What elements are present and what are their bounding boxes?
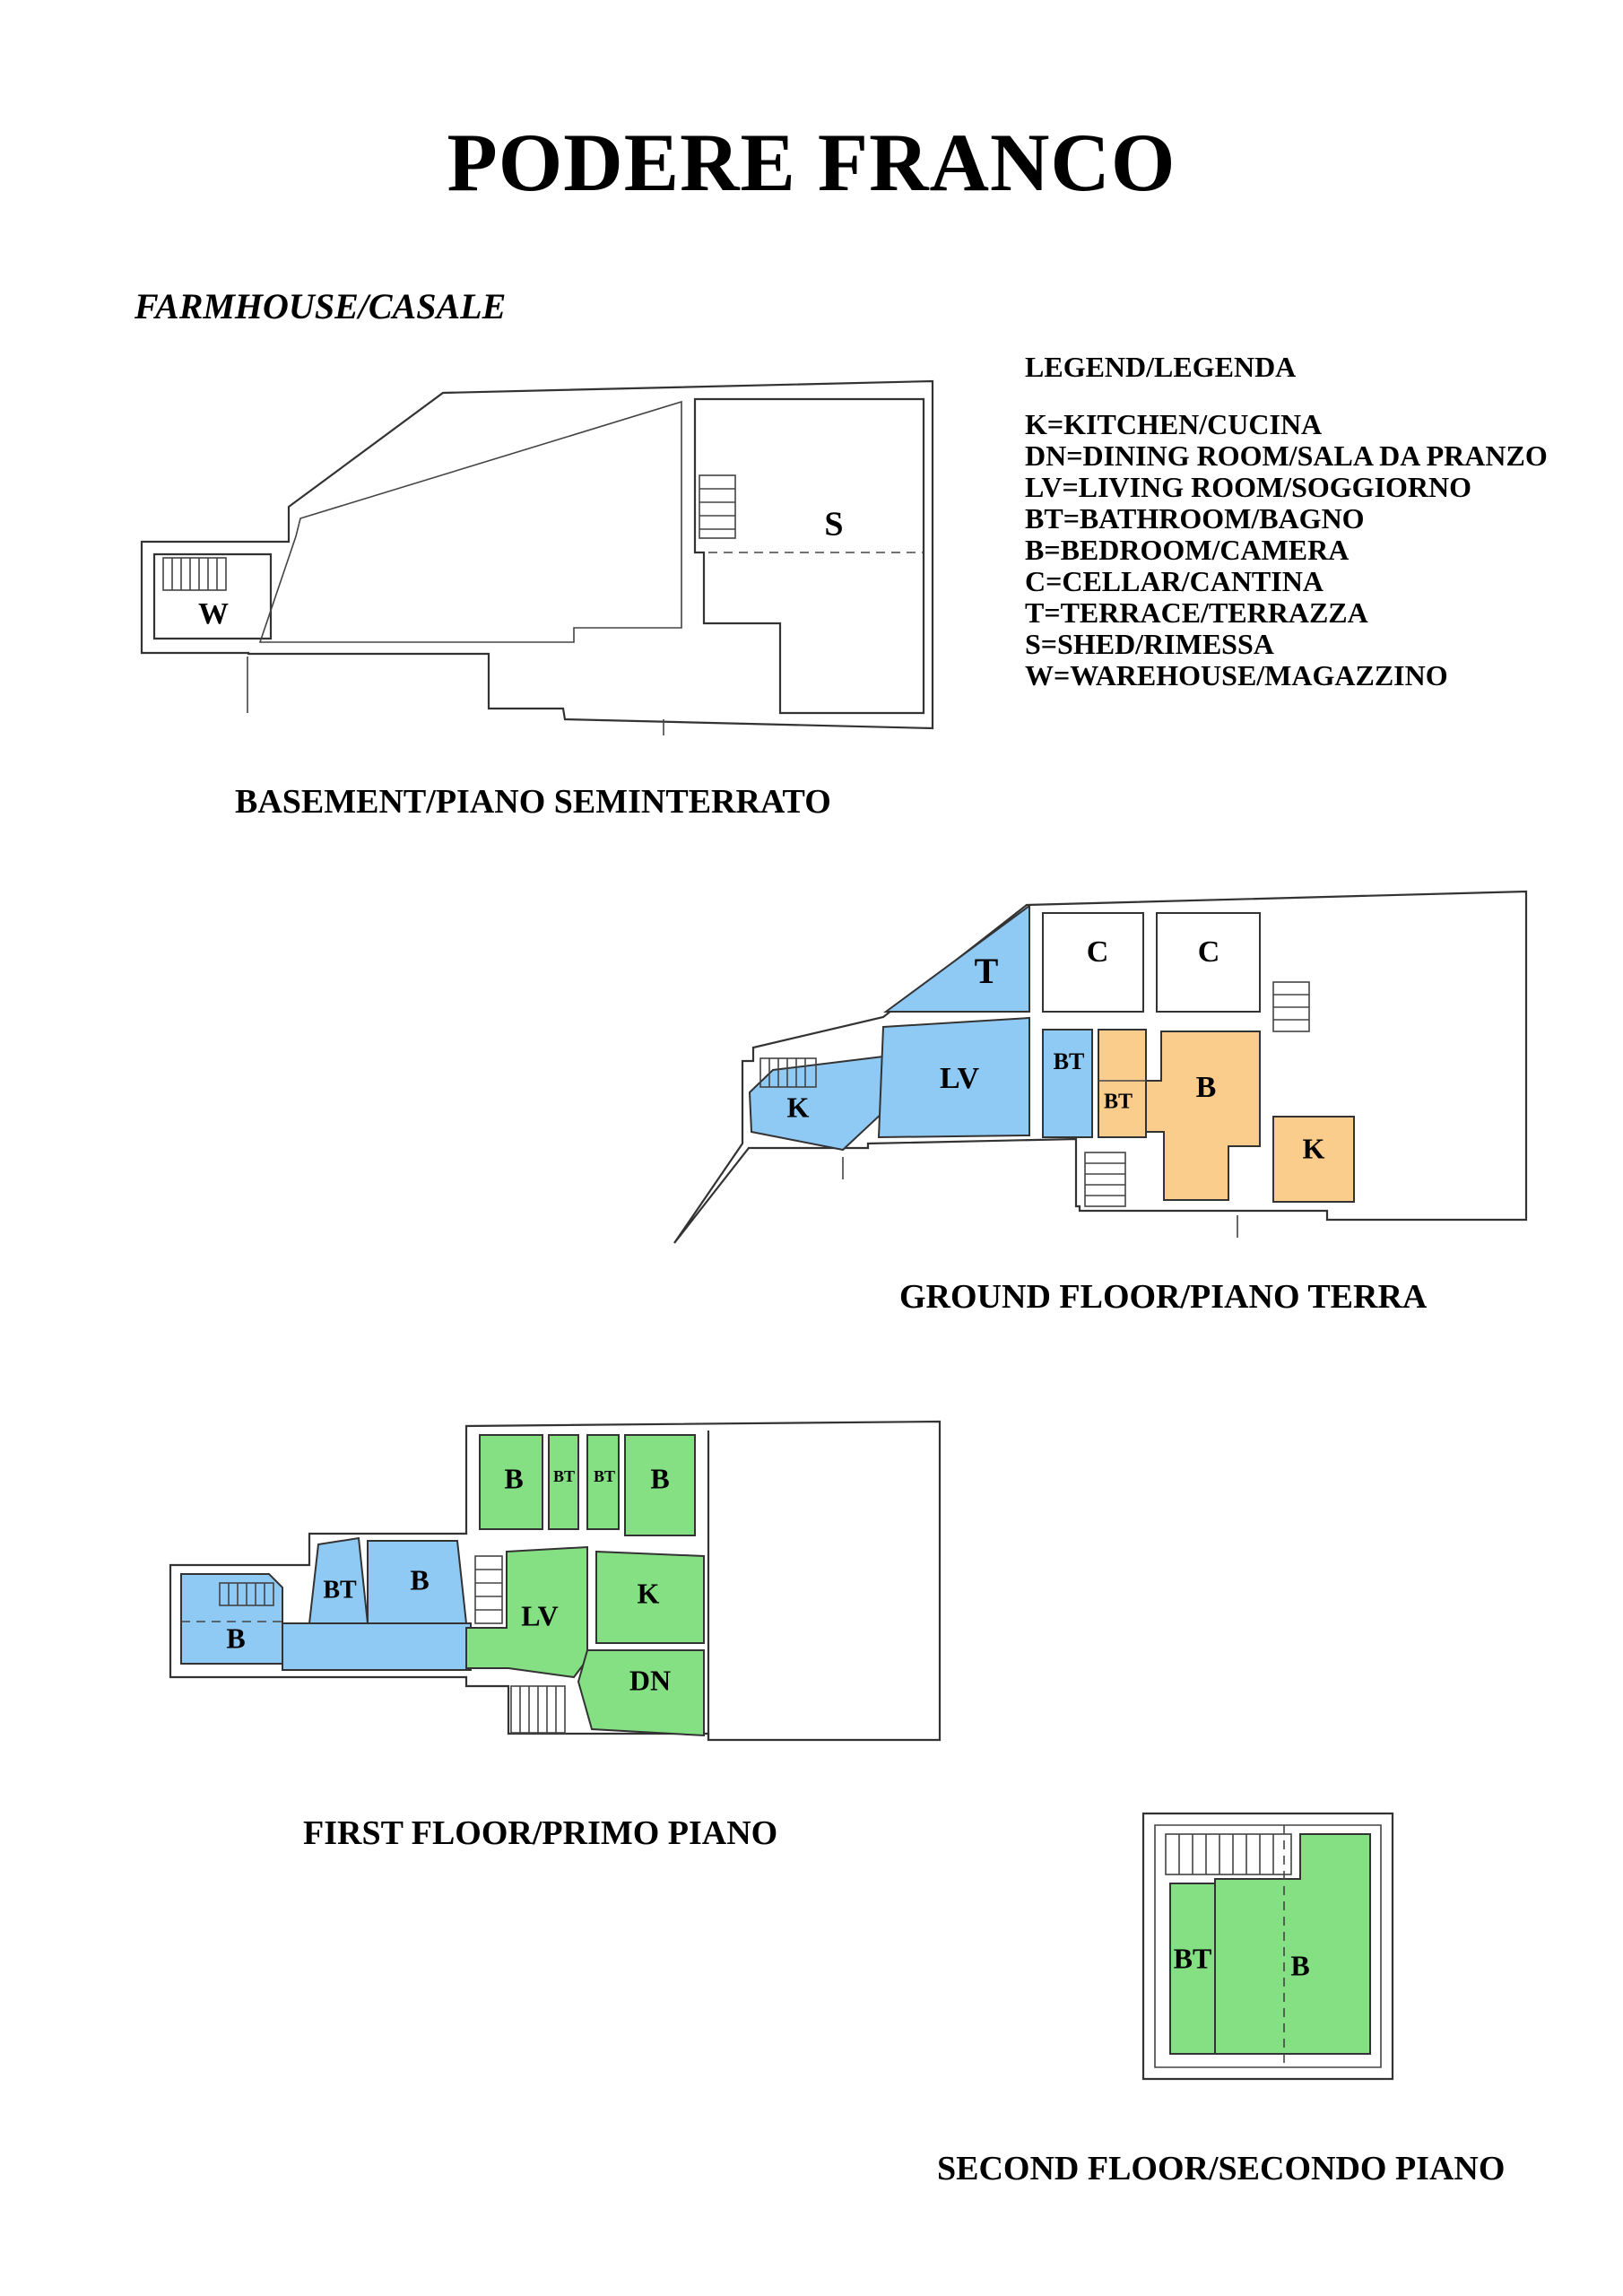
first-blue-corridor — [282, 1622, 472, 1671]
legend-item-kitchen: K=KITCHEN/CUCINA — [1025, 408, 1323, 440]
bathroom-bt-first-2 — [548, 1434, 579, 1530]
kitchen-k-2 — [1272, 1116, 1355, 1203]
legend-item-bathroom: BT=BATHROOM/BAGNO — [1025, 502, 1365, 535]
bathroom-bt-2 — [1098, 1029, 1147, 1138]
room-label-c-1: C — [1087, 935, 1109, 969]
ground-floor-plan: T C C K LV BT BT B K — [673, 890, 1528, 1244]
first-stair-2 — [474, 1555, 503, 1624]
room-label-b-4: B — [650, 1462, 669, 1494]
living-room-lv — [877, 1016, 1030, 1139]
ground-stair-2 — [1084, 1152, 1126, 1207]
room-label-bt-1: BT — [1054, 1048, 1085, 1074]
second-stair — [1165, 1833, 1292, 1875]
room-label-k-2: K — [1303, 1132, 1325, 1164]
room-label-b-2: B — [410, 1563, 429, 1596]
ground-stair-1 — [759, 1057, 817, 1088]
ground-floor-caption: GROUND FLOOR/PIANO TERRA — [899, 1278, 1428, 1316]
ground-stair-3 — [1272, 981, 1310, 1032]
cellar-1 — [1042, 912, 1144, 1013]
bedroom-b-4 — [624, 1434, 696, 1536]
second-floor-plan: BT B — [1141, 1812, 1394, 2081]
room-label-s: S — [824, 506, 843, 544]
bedroom-b — [1145, 1031, 1261, 1201]
second-inner-outline — [1154, 1824, 1382, 2068]
warehouse-room — [152, 552, 273, 640]
second-floor-caption: SECOND FLOOR/SECONDO PIANO — [937, 2150, 1506, 2187]
legend-item-cellar: C=CELLAR/CANTINA — [1025, 565, 1324, 597]
room-label-bt-3: BT — [594, 1467, 615, 1485]
room-label-b: B — [1290, 1949, 1309, 1981]
page-title: PODERE FRANCO — [447, 117, 1176, 208]
legend-item-dining-room: DN=DINING ROOM/SALA DA PRANZO — [1025, 439, 1548, 472]
legend-heading: LEGEND/LEGENDA — [1025, 351, 1297, 383]
room-label-bt-2: BT — [1104, 1091, 1133, 1114]
bedroom-b-3 — [479, 1434, 543, 1530]
basement-outline — [140, 379, 934, 730]
first-stair-1 — [219, 1582, 274, 1606]
first-floor-caption: FIRST FLOOR/PRIMO PIANO — [303, 1814, 778, 1852]
basement-plan: W S — [140, 379, 934, 735]
room-label-bt-1: BT — [323, 1576, 357, 1604]
shed-room — [693, 397, 925, 715]
room-label-c-2: C — [1198, 935, 1220, 969]
room-label-lv: LV — [940, 1062, 980, 1095]
bathroom-bt-first-3 — [586, 1434, 620, 1530]
dining-room-dn — [577, 1649, 705, 1737]
living-room-lv-first — [465, 1545, 588, 1679]
second-bedroom-b — [1214, 1833, 1371, 2055]
room-label-bt: BT — [1174, 1942, 1212, 1974]
terrace-t — [882, 904, 1030, 1013]
legend: LEGEND/LEGENDA K=KITCHEN/CUCINA DN=DININ… — [1025, 352, 1548, 691]
basement-stair-2 — [699, 474, 736, 539]
second-outline — [1141, 1812, 1394, 2081]
basement-caption: BASEMENT/PIANO SEMINTERRATO — [235, 783, 831, 821]
room-label-t: T — [975, 951, 999, 991]
room-label-k: K — [638, 1577, 660, 1609]
room-label-b-3: B — [504, 1462, 523, 1494]
basement-stair — [162, 557, 227, 591]
legend-item-warehouse: W=WAREHOUSE/MAGAZZINO — [1025, 659, 1448, 691]
room-label-w: W — [198, 597, 229, 631]
page-subtitle: FARMHOUSE/CASALE — [135, 286, 507, 326]
legend-item-terrace: T=TERRACE/TERRAZZA — [1025, 596, 1368, 629]
legend-item-living-room: LV=LIVING ROOM/SOGGIORNO — [1025, 471, 1472, 503]
room-label-b: B — [1196, 1071, 1217, 1104]
first-floor-plan: B BT B B BT BT B LV K DN — [169, 1420, 942, 1742]
first-stair-3 — [510, 1685, 566, 1734]
basement-inner-wall-left — [258, 400, 682, 643]
room-label-lv: LV — [521, 1599, 559, 1631]
legend-item-shed: S=SHED/RIMESSA — [1025, 628, 1274, 660]
cellar-2 — [1156, 912, 1261, 1013]
room-label-dn: DN — [629, 1664, 671, 1696]
legend-item-bedroom: B=BEDROOM/CAMERA — [1025, 534, 1350, 566]
ground-outline — [673, 890, 1528, 1244]
room-label-k-1: K — [787, 1091, 810, 1123]
room-label-b-1: B — [226, 1622, 245, 1654]
kitchen-k-first — [595, 1550, 705, 1644]
bathroom-bt-1 — [1042, 1029, 1093, 1138]
room-label-bt-2: BT — [553, 1467, 575, 1485]
